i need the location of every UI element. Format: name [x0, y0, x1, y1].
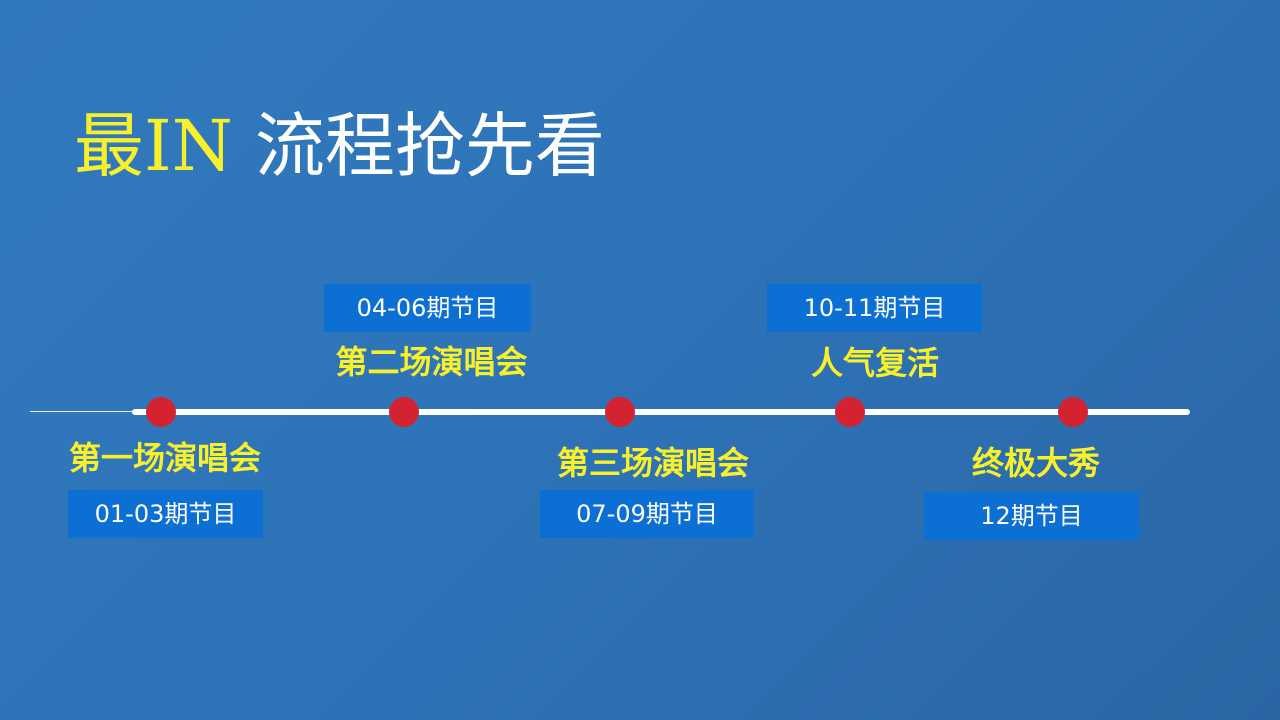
slide-title: 最IN 流程抢先看	[74, 96, 605, 196]
event-2-label: 第二场演唱会	[335, 343, 528, 381]
event-2-episodes-box: 04-06期节目	[324, 284, 531, 332]
timeline-dot-4	[835, 397, 865, 427]
event-3-episodes-box: 07-09期节目	[540, 490, 754, 538]
title-accent: 最IN	[74, 105, 233, 187]
title-main: 流程抢先看	[254, 105, 605, 187]
timeline-lead-line	[30, 411, 140, 412]
timeline-dot-2	[389, 397, 419, 427]
event-5-label: 终极大秀	[971, 444, 1100, 482]
timeline-dot-3	[605, 397, 635, 427]
event-4-episodes-box: 10-11期节目	[767, 284, 982, 332]
event-5-episodes-box: 12期节目	[924, 492, 1139, 540]
timeline-bar	[132, 409, 1190, 415]
event-1-episodes-box: 01-03期节目	[68, 490, 263, 538]
event-4-label: 人气复活	[810, 344, 939, 382]
event-3-label: 第三场演唱会	[556, 444, 749, 482]
timeline-dot-1	[146, 397, 176, 427]
timeline-dot-5	[1058, 397, 1088, 427]
event-1-label: 第一场演唱会	[68, 439, 261, 477]
